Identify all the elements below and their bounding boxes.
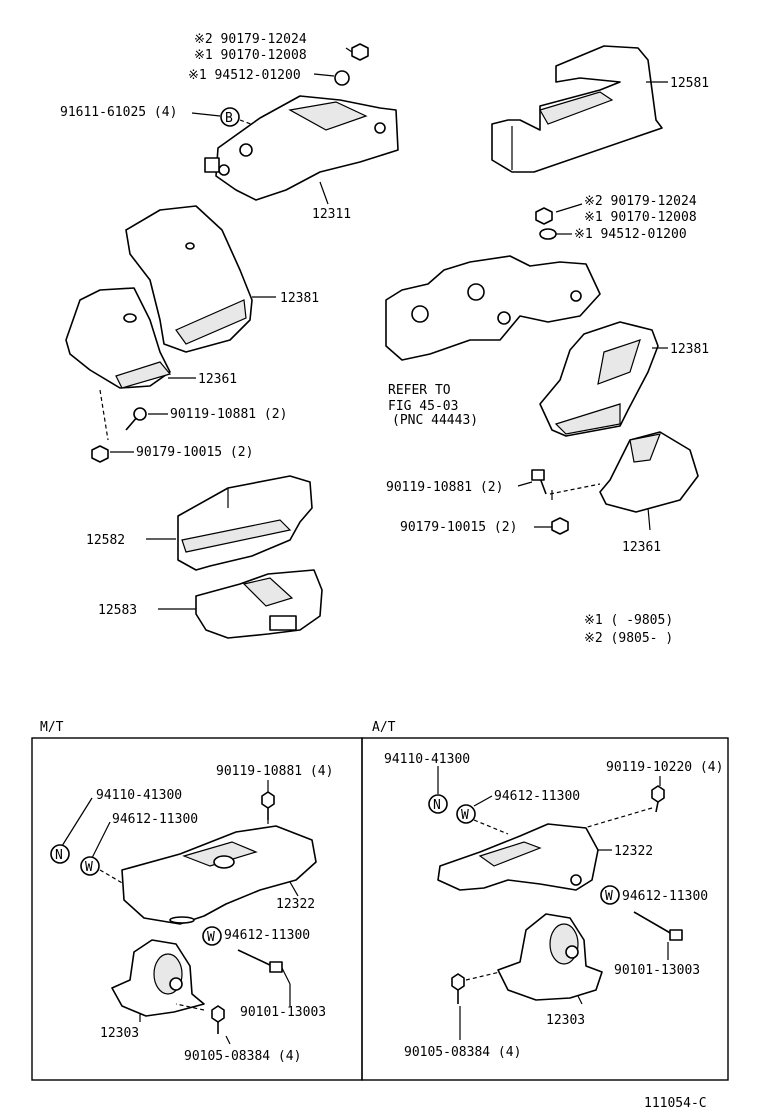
washer-icon — [334, 70, 350, 86]
label-mt-12322: 12322 — [276, 897, 315, 912]
b-symbol-icon — [220, 107, 240, 127]
at-top-bolt-icon — [651, 785, 665, 813]
label-at-washer-w: 94612-11300 — [494, 789, 580, 804]
right-washer-icon — [539, 228, 557, 240]
w-symbol-icon-2 — [202, 926, 222, 946]
upper-nut-group — [313, 43, 369, 86]
refer-line-3: (PNC 44443) — [392, 413, 478, 428]
n-symbol-icon — [50, 844, 70, 864]
label-nut-right: 90179-10015 (2) — [400, 520, 517, 535]
figure-id: 111054-C — [644, 1096, 707, 1111]
refer-line-1: REFER TO — [388, 383, 451, 398]
part-12311-bracket — [204, 95, 399, 201]
label-12381-left: 12381 — [280, 291, 319, 306]
left-nut-icon — [91, 445, 109, 463]
note-1: ※1 ( -9805) — [584, 613, 673, 628]
mt-long-bolt-icon — [237, 949, 283, 973]
label-at-washer-w2: 94612-11300 — [622, 889, 708, 904]
refer-line-2: FIG 45-03 — [388, 399, 458, 414]
mt-symbol-w2: W — [207, 930, 215, 945]
label-12381-right: 12381 — [670, 342, 709, 357]
at-symbol-w: W — [461, 808, 469, 823]
mt-top-bolt-icon — [261, 791, 275, 820]
label-at-bolt-90101: 90101-13003 — [614, 963, 700, 978]
label-12581: 12581 — [670, 76, 709, 91]
label-at-nut-n: 94110-41300 — [384, 752, 470, 767]
part-12583-cover — [195, 569, 323, 639]
label-at-bolt-top: 90119-10220 (4) — [606, 760, 723, 775]
label-mt-washer-w2: 94612-11300 — [224, 928, 310, 943]
label-mt-washer-w: 94612-11300 — [112, 812, 198, 827]
part-12582-cover — [177, 475, 313, 571]
part-12361-left — [65, 287, 172, 389]
label-mt-nut-n: 94110-41300 — [96, 788, 182, 803]
at-section-title: A/T — [372, 720, 396, 735]
nut-icon — [351, 43, 369, 61]
label-12361-left: 12361 — [198, 372, 237, 387]
part-12361-right — [599, 431, 699, 513]
label-bolt-right: 90119-10881 (2) — [386, 480, 503, 495]
label-mt-12303: 12303 — [100, 1026, 139, 1041]
at-bottom-bolt-icon — [451, 973, 465, 1004]
mt-symbol-w: W — [85, 860, 93, 875]
at-section-box — [361, 737, 729, 1081]
label-upper-nut-b: ※1 90170-12008 — [194, 48, 307, 63]
at-n-symbol-icon — [428, 794, 448, 814]
label-upper-washer: ※1 94512-01200 — [188, 68, 301, 83]
mt-part-12322 — [121, 825, 317, 925]
label-at-12322: 12322 — [614, 844, 653, 859]
part-12381-left — [125, 205, 253, 353]
label-bolt-b: 91611-61025 (4) — [60, 105, 177, 120]
at-symbol-n: N — [433, 798, 441, 813]
label-mt-bolt-top: 90119-10881 (4) — [216, 764, 333, 779]
label-12582: 12582 — [86, 533, 125, 548]
at-long-bolt-icon — [633, 911, 683, 941]
at-w-symbol-icon-2 — [600, 885, 620, 905]
left-bolt-icon — [125, 407, 147, 431]
label-bolt-left: 90119-10881 (2) — [170, 407, 287, 422]
label-nut-left: 90179-10015 (2) — [136, 445, 253, 460]
mt-symbol-n: N — [55, 848, 63, 863]
label-right-nut-a: ※2 90179-12024 — [584, 194, 697, 209]
mt-part-12303 — [111, 939, 205, 1017]
label-mt-bolt-bottom: 90105-08384 (4) — [184, 1049, 301, 1064]
label-12583: 12583 — [98, 603, 137, 618]
at-symbol-w2: W — [605, 889, 613, 904]
right-nut-icon — [535, 207, 553, 225]
at-part-12303 — [497, 913, 603, 1001]
note-2: ※2 (9805- ) — [584, 631, 673, 646]
label-at-12303: 12303 — [546, 1013, 585, 1028]
label-at-bolt-bottom: 90105-08384 (4) — [404, 1045, 521, 1060]
label-12311: 12311 — [312, 207, 351, 222]
at-part-12322 — [437, 823, 599, 891]
symbol-b: B — [225, 111, 233, 126]
at-w-symbol-icon — [456, 804, 476, 824]
right-bolt-icon — [531, 469, 547, 495]
label-12361-right: 12361 — [622, 540, 661, 555]
w-symbol-icon — [80, 856, 100, 876]
label-right-washer: ※1 94512-01200 — [574, 227, 687, 242]
transmission-reference-part — [385, 255, 601, 361]
label-upper-nut-a: ※2 90179-12024 — [194, 32, 307, 47]
mt-section-title: M/T — [40, 720, 64, 735]
part-12381-right — [539, 321, 659, 437]
label-mt-bolt-90101: 90101-13003 — [240, 1005, 326, 1020]
part-12581-cover — [491, 45, 663, 173]
label-right-nut-b: ※1 90170-12008 — [584, 210, 697, 225]
right-nut-icon-lower — [551, 517, 569, 535]
mt-bottom-bolt-icon — [211, 1005, 225, 1034]
